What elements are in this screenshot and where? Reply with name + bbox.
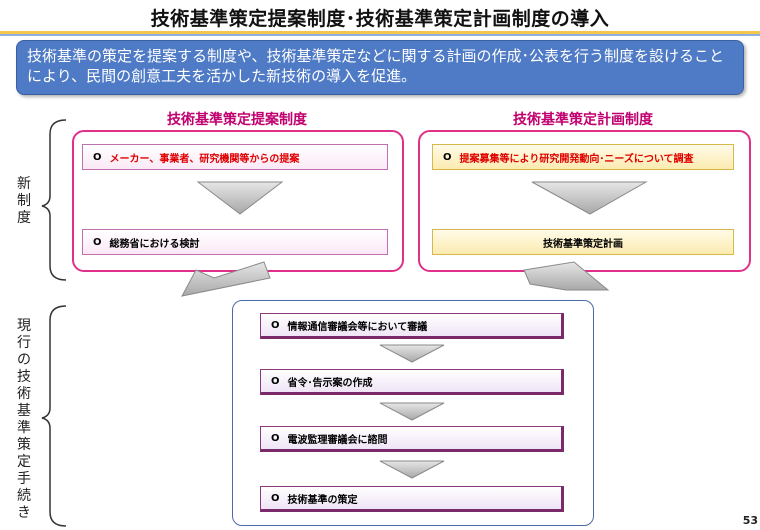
new-system-label: 新制度 (16, 176, 32, 227)
step-text: 電波監理審議会に諮問 (287, 434, 388, 446)
page-title: 技術基準策定提案制度･技術基準策定計画制度の導入 (150, 8, 610, 30)
review-box: O 総務省における検討 (82, 229, 388, 255)
label-char: 手 (17, 471, 31, 487)
label-char: の (17, 352, 31, 368)
proposal-box: O メーカー、事業者、研究機関等からの提案 (82, 144, 388, 170)
title-underline (0, 31, 760, 34)
arrow-step-1 (379, 344, 445, 363)
step-text: 技術基準の策定 (287, 494, 358, 506)
plan-text: 技術基準策定計画 (543, 238, 623, 250)
label-char: 制 (17, 193, 31, 209)
label-char: 行 (17, 335, 31, 351)
title-underline-secondary (0, 34, 760, 36)
step-text: 省令･告示案の作成 (287, 377, 373, 389)
new-system-bracket (41, 119, 67, 281)
step-draft: O 省令･告示案の作成 (260, 369, 564, 395)
proposal-text: メーカー、事業者、研究機関等からの提案 (109, 153, 300, 165)
label-char: 準 (17, 420, 31, 436)
down-arrow-left-shape (220, 174, 292, 180)
label-char: 基 (17, 403, 31, 419)
intro-banner: 技術基準の策定を提案する制度や、技術基準策定などに関する計画の作成･公表を行う制… (16, 40, 744, 95)
label-char: 度 (17, 210, 31, 226)
survey-text: 提案募集等により研究開発動向･ニーズについて調査 (459, 153, 694, 165)
page-number: 53 (742, 514, 758, 527)
current-procedure-bracket (41, 305, 67, 527)
label-char: 技 (17, 369, 31, 385)
label-char: 定 (17, 454, 31, 470)
label-char: 新 (17, 176, 31, 192)
arrow-right-new (531, 181, 648, 215)
arrow-step-2 (379, 402, 445, 421)
arrow-step-3 (379, 460, 445, 479)
arrow-right-to-current (523, 261, 610, 291)
label-char: 策 (17, 437, 31, 453)
step-consultation: O 電波監理審議会に諮問 (260, 426, 564, 452)
bullet-mark: O (93, 151, 102, 163)
bullet-mark: O (93, 236, 102, 248)
left-column-heading: 技術基準策定提案制度 (167, 112, 307, 128)
current-procedure-label: 現行の技術基準策定手続き (16, 318, 32, 522)
bullet-mark: O (271, 492, 280, 504)
step-establishment: O 技術基準の策定 (260, 486, 564, 512)
survey-box: O 提案募集等により研究開発動向･ニーズについて調査 (432, 144, 734, 170)
bullet-mark: O (271, 375, 280, 387)
plan-box: 技術基準策定計画 (432, 229, 734, 255)
right-column-heading: 技術基準策定計画制度 (513, 112, 653, 128)
label-char: き (17, 505, 31, 521)
label-char: 術 (17, 386, 31, 402)
label-char: 現 (17, 318, 31, 334)
bullet-mark: O (443, 151, 452, 163)
arrow-left-to-current (181, 261, 271, 297)
bullet-mark: O (271, 319, 280, 331)
review-text: 総務省における検討 (109, 238, 200, 250)
bullet-mark: O (271, 432, 280, 444)
arrow-left-new (196, 181, 284, 215)
step-text: 情報通信審議会等において審議 (287, 321, 428, 333)
current-procedure-panel (232, 300, 594, 526)
step-deliberation: O 情報通信審議会等において審議 (260, 313, 564, 339)
label-char: 続 (17, 488, 31, 504)
